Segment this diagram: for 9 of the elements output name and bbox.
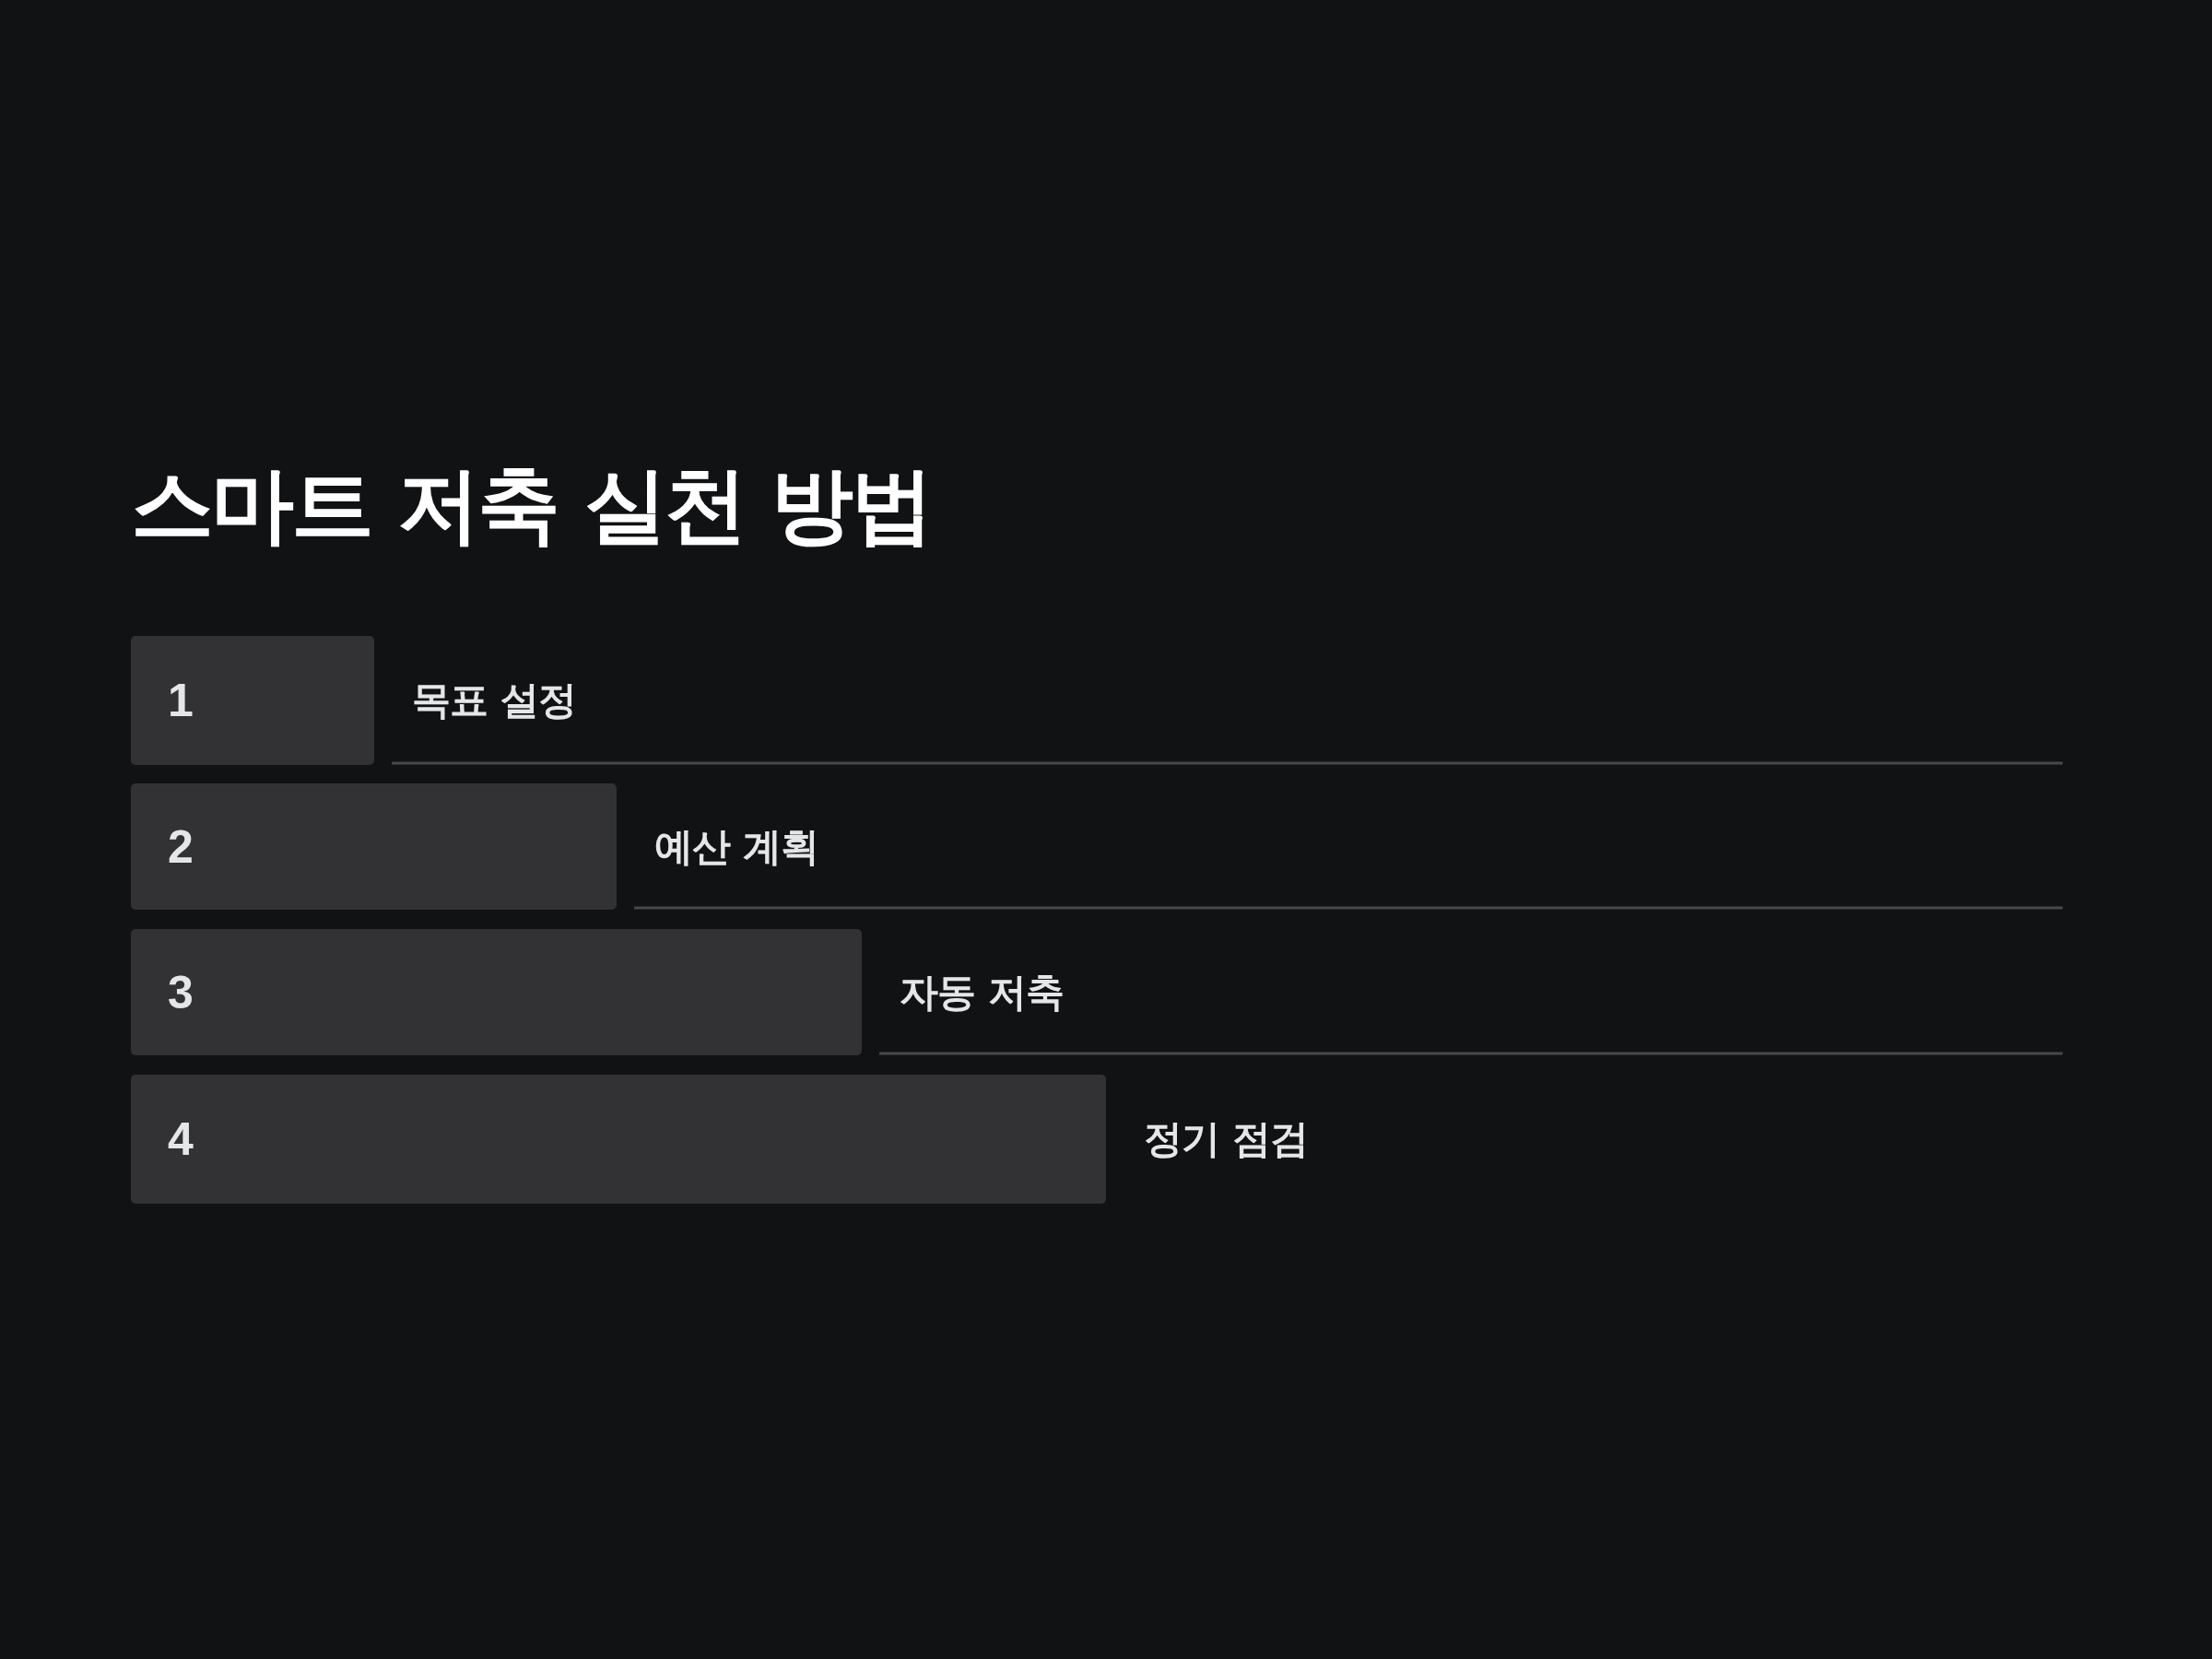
step-number: 2 — [168, 820, 194, 873]
step-number: 1 — [168, 675, 194, 726]
title: 스마트 저축 실천 방법 — [131, 457, 931, 553]
step-number: 3 — [168, 966, 194, 1018]
step-number: 4 — [168, 1113, 194, 1165]
step-label: 목표 설정 — [412, 677, 576, 724]
step-label: 예산 계획 — [654, 822, 818, 871]
step-label: 자동 저축 — [900, 968, 1064, 1017]
step-label: 정기 점검 — [1144, 1115, 1308, 1163]
